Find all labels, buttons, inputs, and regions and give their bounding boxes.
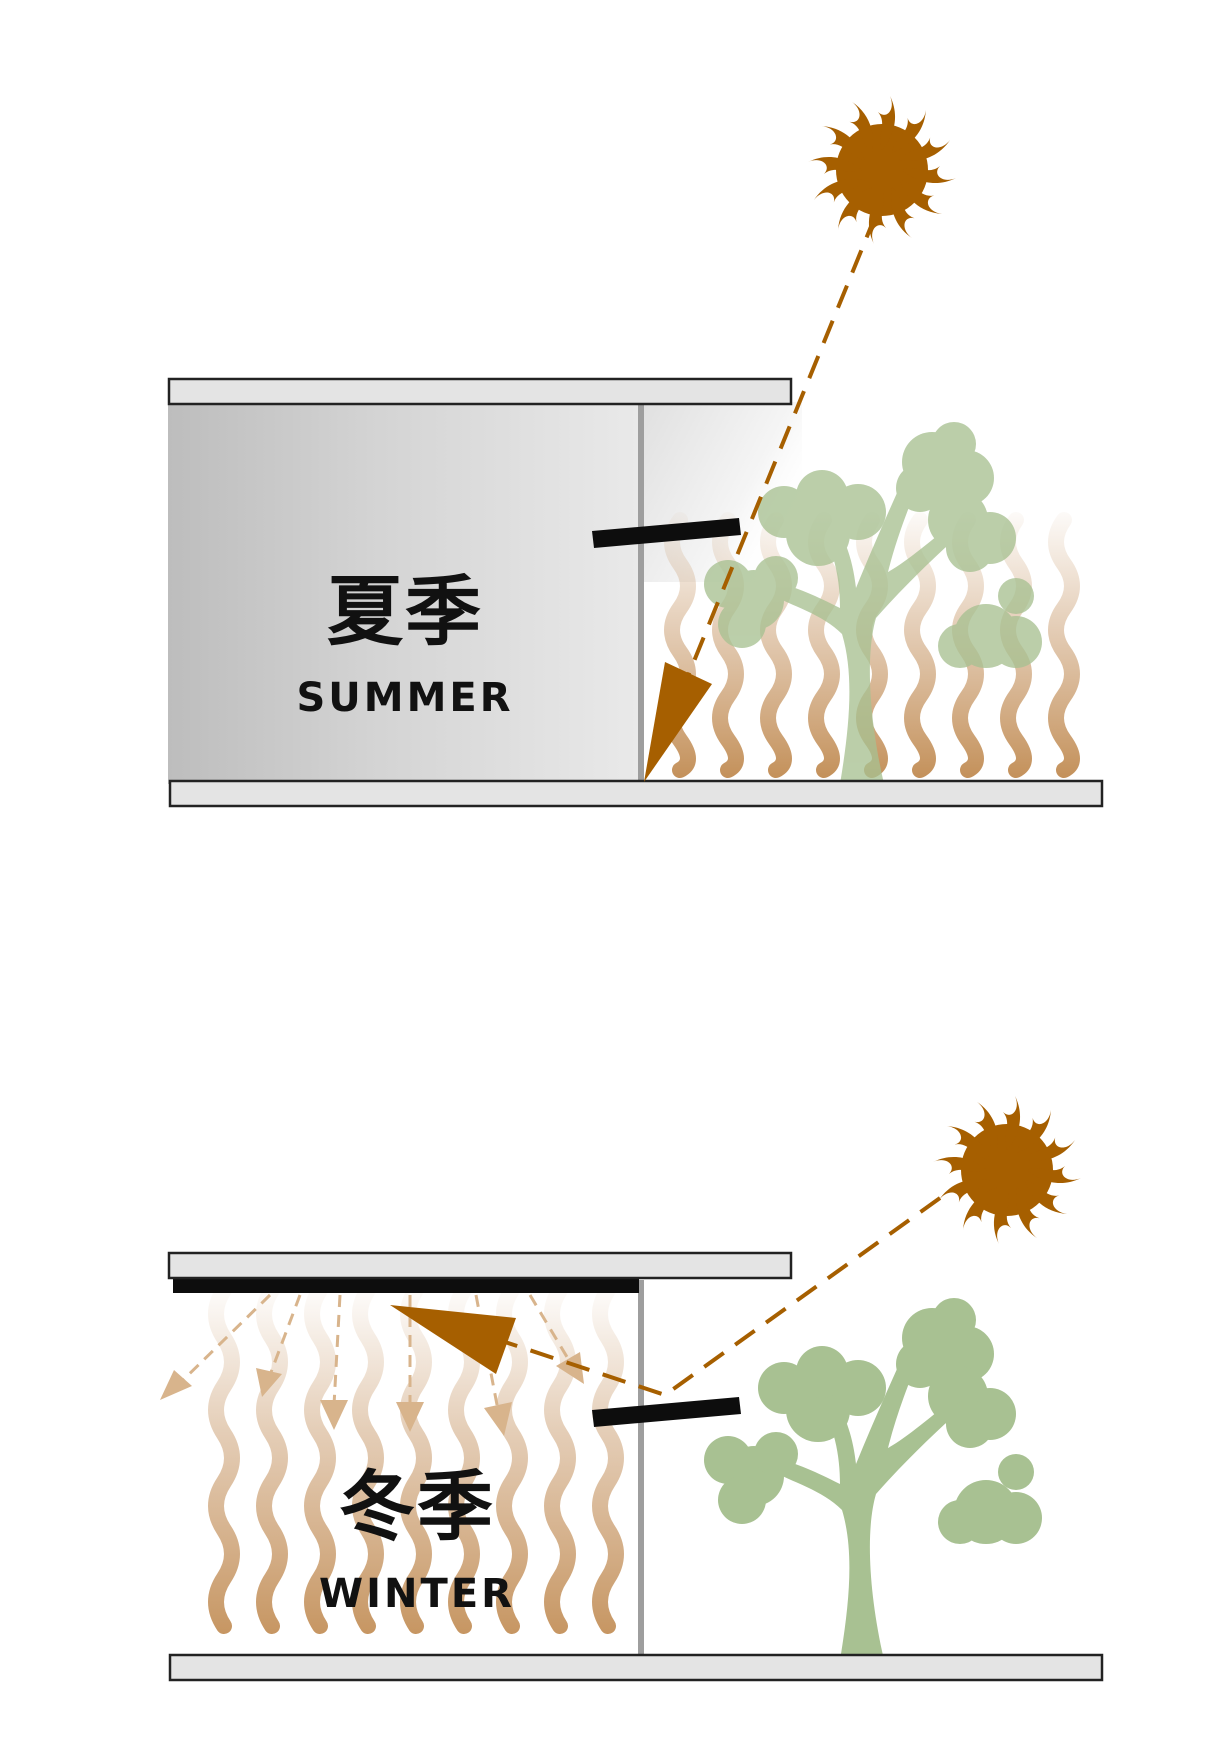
winter-roof-slab [167, 1251, 793, 1280]
summer-interior [168, 402, 638, 784]
summer-section: 夏季 SUMMER [167, 96, 1104, 808]
winter-section: 冬季 WINTER [160, 1096, 1104, 1682]
winter-floor-slab [168, 1653, 1104, 1682]
sun-icon [933, 1096, 1081, 1244]
sun-icon [808, 96, 956, 244]
winter-ray-arrowhead [390, 1305, 516, 1374]
winter-ceiling-panel [173, 1278, 639, 1293]
summer-glass-wall [638, 402, 644, 784]
summer-label-cn: 夏季 [327, 567, 483, 656]
winter-label-cn: 冬季 [339, 1462, 495, 1551]
summer-floor-slab [168, 779, 1104, 808]
winter-glass-wall [638, 1280, 644, 1655]
winter-shading-louver [592, 1397, 741, 1427]
winter-label-en: WINTER [319, 1571, 515, 1617]
summer-ray-arrowhead [644, 662, 712, 782]
tree-icon [704, 1298, 1042, 1660]
winter-sun-ray [504, 1196, 942, 1398]
summer-roof-slab [167, 377, 793, 406]
summer-sun-ray [668, 179, 892, 721]
summer-label-en: SUMMER [296, 675, 513, 721]
summer-shading-louver [592, 518, 741, 548]
winter-diffused-rays [160, 1293, 584, 1436]
